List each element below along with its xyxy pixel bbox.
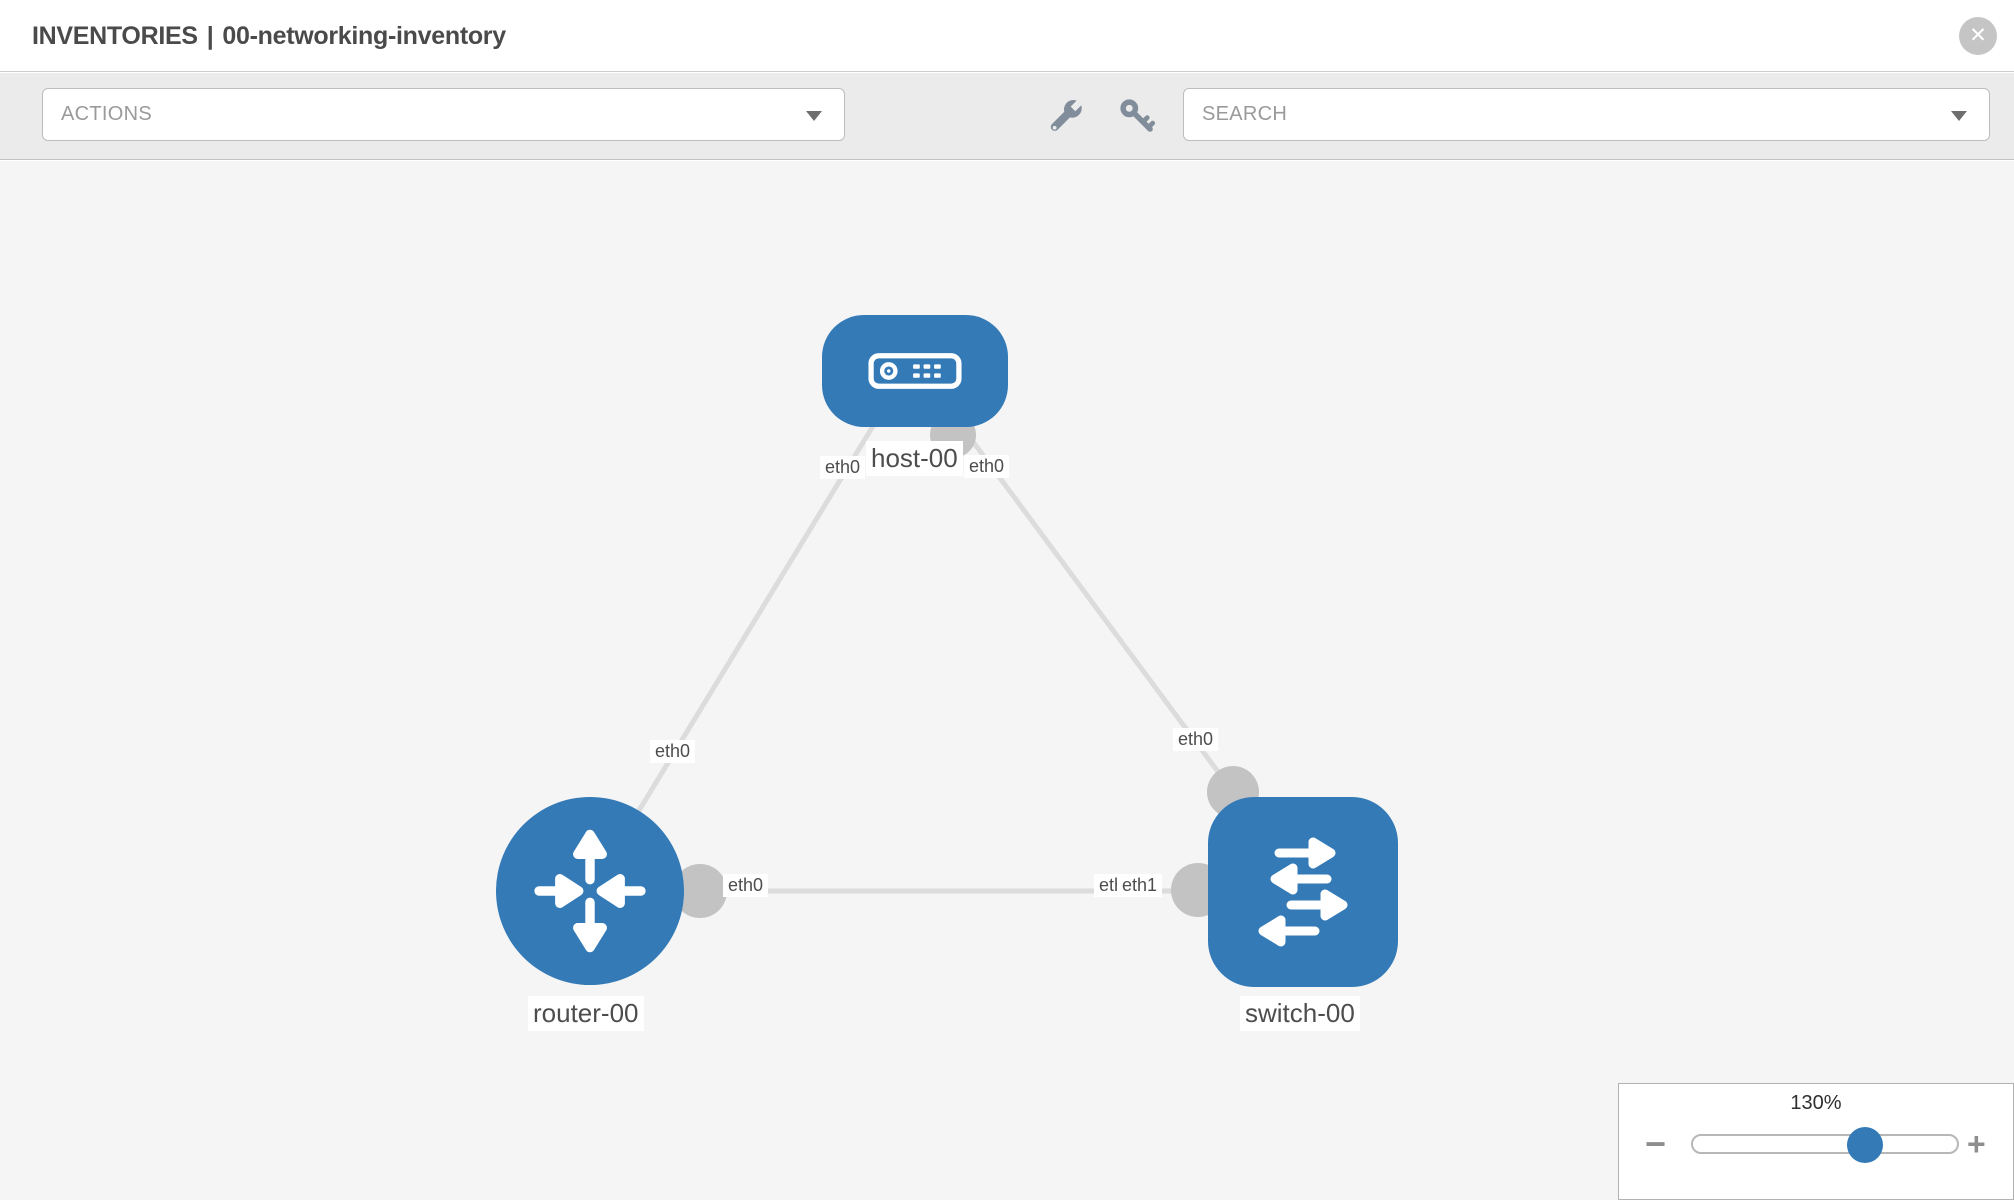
node-label-host: host-00: [866, 441, 963, 476]
node-switch-00[interactable]: [1208, 797, 1398, 987]
zoom-in-button[interactable]: +: [1967, 1126, 1986, 1162]
zoom-level: 130%: [1790, 1092, 1842, 1114]
topology-canvas[interactable]: [0, 161, 2014, 1200]
actions-dropdown-label: ACTIONS: [61, 103, 152, 125]
wrench-icon[interactable]: [1048, 97, 1086, 135]
interface-label: eth0: [820, 456, 866, 479]
zoom-out-button[interactable]: −: [1645, 1123, 1667, 1164]
router-icon: [524, 825, 656, 957]
interface-label: eth0: [964, 455, 1010, 478]
interface-label: eth0: [723, 874, 769, 897]
node-router-00[interactable]: [496, 797, 684, 985]
breadcrumb-separator: |: [206, 22, 214, 50]
search-dropdown-placeholder: SEARCH: [1202, 103, 1288, 125]
page-title: INVENTORIES | 00-networking-inventory: [32, 0, 506, 72]
chevron-down-icon: [806, 111, 822, 121]
zoom-panel: 130% − +: [1618, 1083, 2014, 1200]
zoom-slider[interactable]: [1691, 1127, 1959, 1163]
interface-label: eth0: [1173, 728, 1219, 751]
close-icon[interactable]: ✕: [1959, 17, 1997, 55]
breadcrumb-section: INVENTORIES: [32, 22, 198, 50]
switch-icon: [1243, 830, 1363, 954]
node-label-switch: switch-00: [1240, 996, 1360, 1031]
node-host-00[interactable]: [822, 315, 1008, 427]
host-icon: [867, 350, 963, 392]
breadcrumb-inventory-name: 00-networking-inventory: [222, 22, 506, 50]
search-dropdown[interactable]: SEARCH: [1183, 88, 1990, 141]
zoom-slider-thumb[interactable]: [1847, 1127, 1883, 1163]
key-icon[interactable]: [1118, 97, 1156, 135]
interface-label: eth1: [1117, 874, 1163, 897]
connector-dot: [673, 864, 727, 918]
actions-dropdown[interactable]: ACTIONS: [42, 88, 845, 141]
chevron-down-icon: [1951, 111, 1967, 121]
page-header: INVENTORIES | 00-networking-inventory ✕: [0, 0, 2014, 72]
interface-label: eth0: [650, 740, 696, 763]
node-label-router: router-00: [528, 996, 644, 1031]
toolbar: ACTIONS SEARCH: [0, 73, 2014, 160]
